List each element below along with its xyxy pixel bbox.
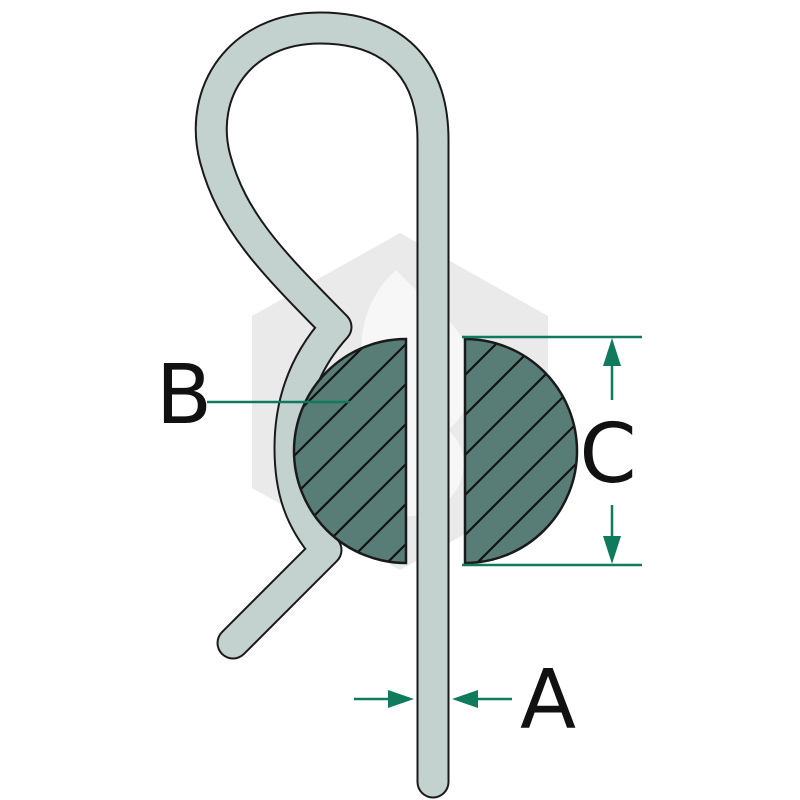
dimension-c-up-arrow-icon <box>603 338 621 366</box>
dimension-c-down-arrow-icon <box>603 536 621 564</box>
r-clip-wire <box>194 11 450 799</box>
dimension-a <box>354 690 512 708</box>
dimension-a-right-arrow-icon <box>388 690 414 708</box>
dimension-a-left-arrow-icon <box>452 690 478 708</box>
label-a: A <box>520 653 576 748</box>
label-c: C <box>579 407 636 502</box>
dimension-c <box>462 335 642 567</box>
label-b: B <box>156 348 212 443</box>
